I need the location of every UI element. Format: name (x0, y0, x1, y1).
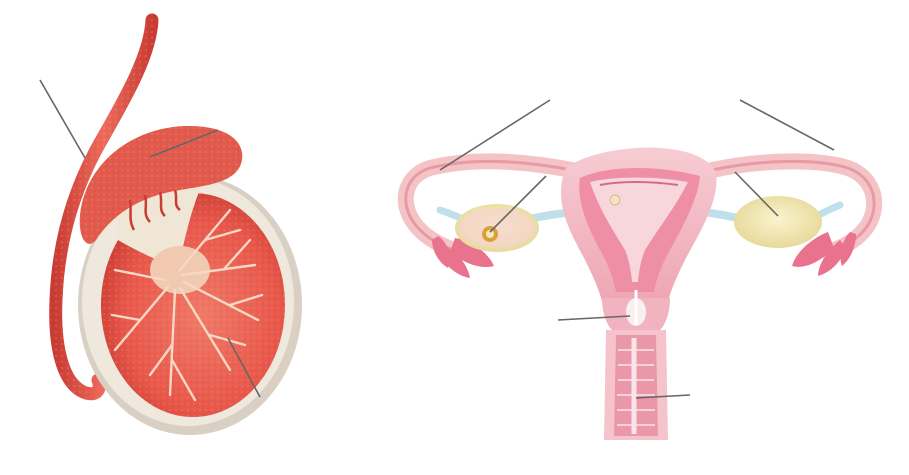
fimbriae-left (432, 236, 494, 278)
leader-line-testis (227, 337, 261, 398)
uterus-illustration (397, 99, 883, 440)
leader-line-cervix (557, 315, 631, 321)
fimbriae-right (792, 232, 856, 276)
leader-line-fallopian-tube (439, 99, 551, 171)
leader-line-ovary-right (734, 171, 779, 217)
leader-line-fimbriae (739, 99, 835, 151)
leader-line-ovary-left (489, 175, 547, 233)
seminiferous-tubules (110, 208, 264, 402)
testis-illustration (39, 13, 302, 435)
leader-line-vas-deferens (39, 79, 86, 159)
ovary-right (734, 196, 822, 248)
leader-line-vagina (635, 394, 691, 399)
leader-line-epididymis (149, 129, 219, 158)
